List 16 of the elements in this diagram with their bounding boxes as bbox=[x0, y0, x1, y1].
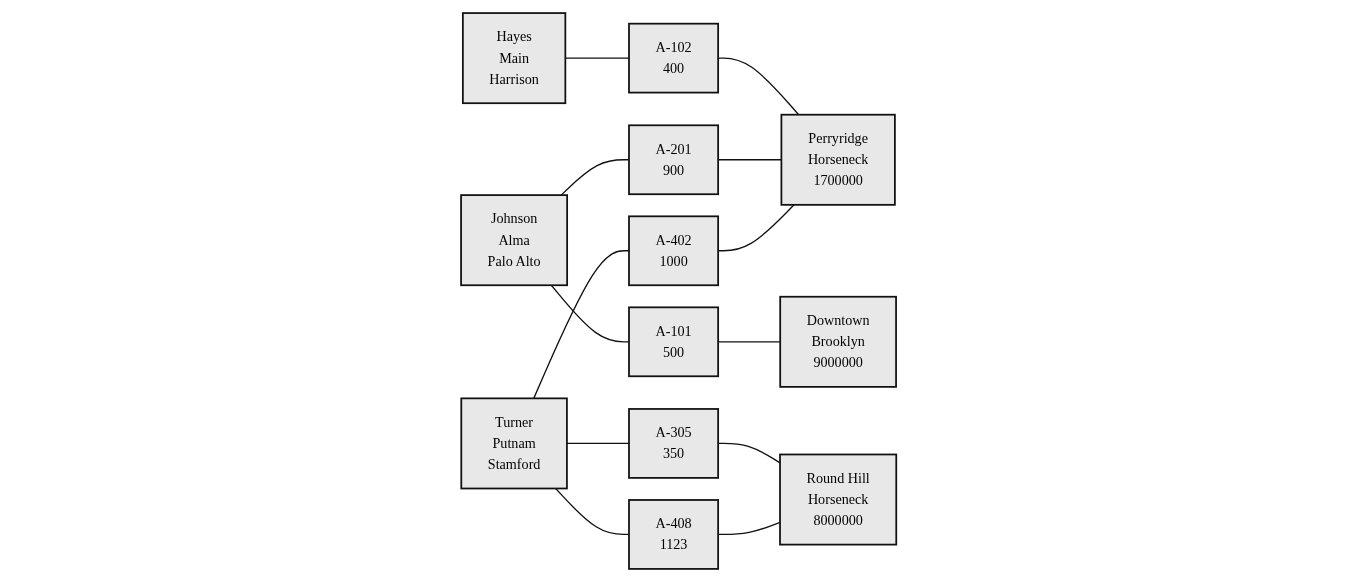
node-box: Perryridge Horseneck 1700000 bbox=[780, 113, 896, 206]
connector bbox=[717, 203, 795, 251]
node-box: A-402 1000 bbox=[627, 214, 719, 286]
node-box: A-305 350 bbox=[627, 407, 719, 479]
connector bbox=[717, 158, 782, 160]
connector bbox=[717, 56, 800, 115]
node-box: Johnson Alma Palo Alto bbox=[460, 193, 568, 286]
node-box: A-101 500 bbox=[627, 305, 719, 377]
node-box: Turner Putnam Stamford bbox=[460, 396, 568, 489]
node-box: Hayes Main Harrison bbox=[461, 11, 567, 104]
connector bbox=[717, 340, 781, 342]
node-box: A-201 900 bbox=[627, 123, 719, 195]
node-box: A-408 1123 bbox=[627, 498, 719, 570]
node-box: A-102 400 bbox=[627, 22, 719, 93]
node-box: Downtown Brooklyn 9000000 bbox=[779, 295, 897, 388]
node-box: Round Hill Horseneck 8000000 bbox=[778, 453, 897, 545]
